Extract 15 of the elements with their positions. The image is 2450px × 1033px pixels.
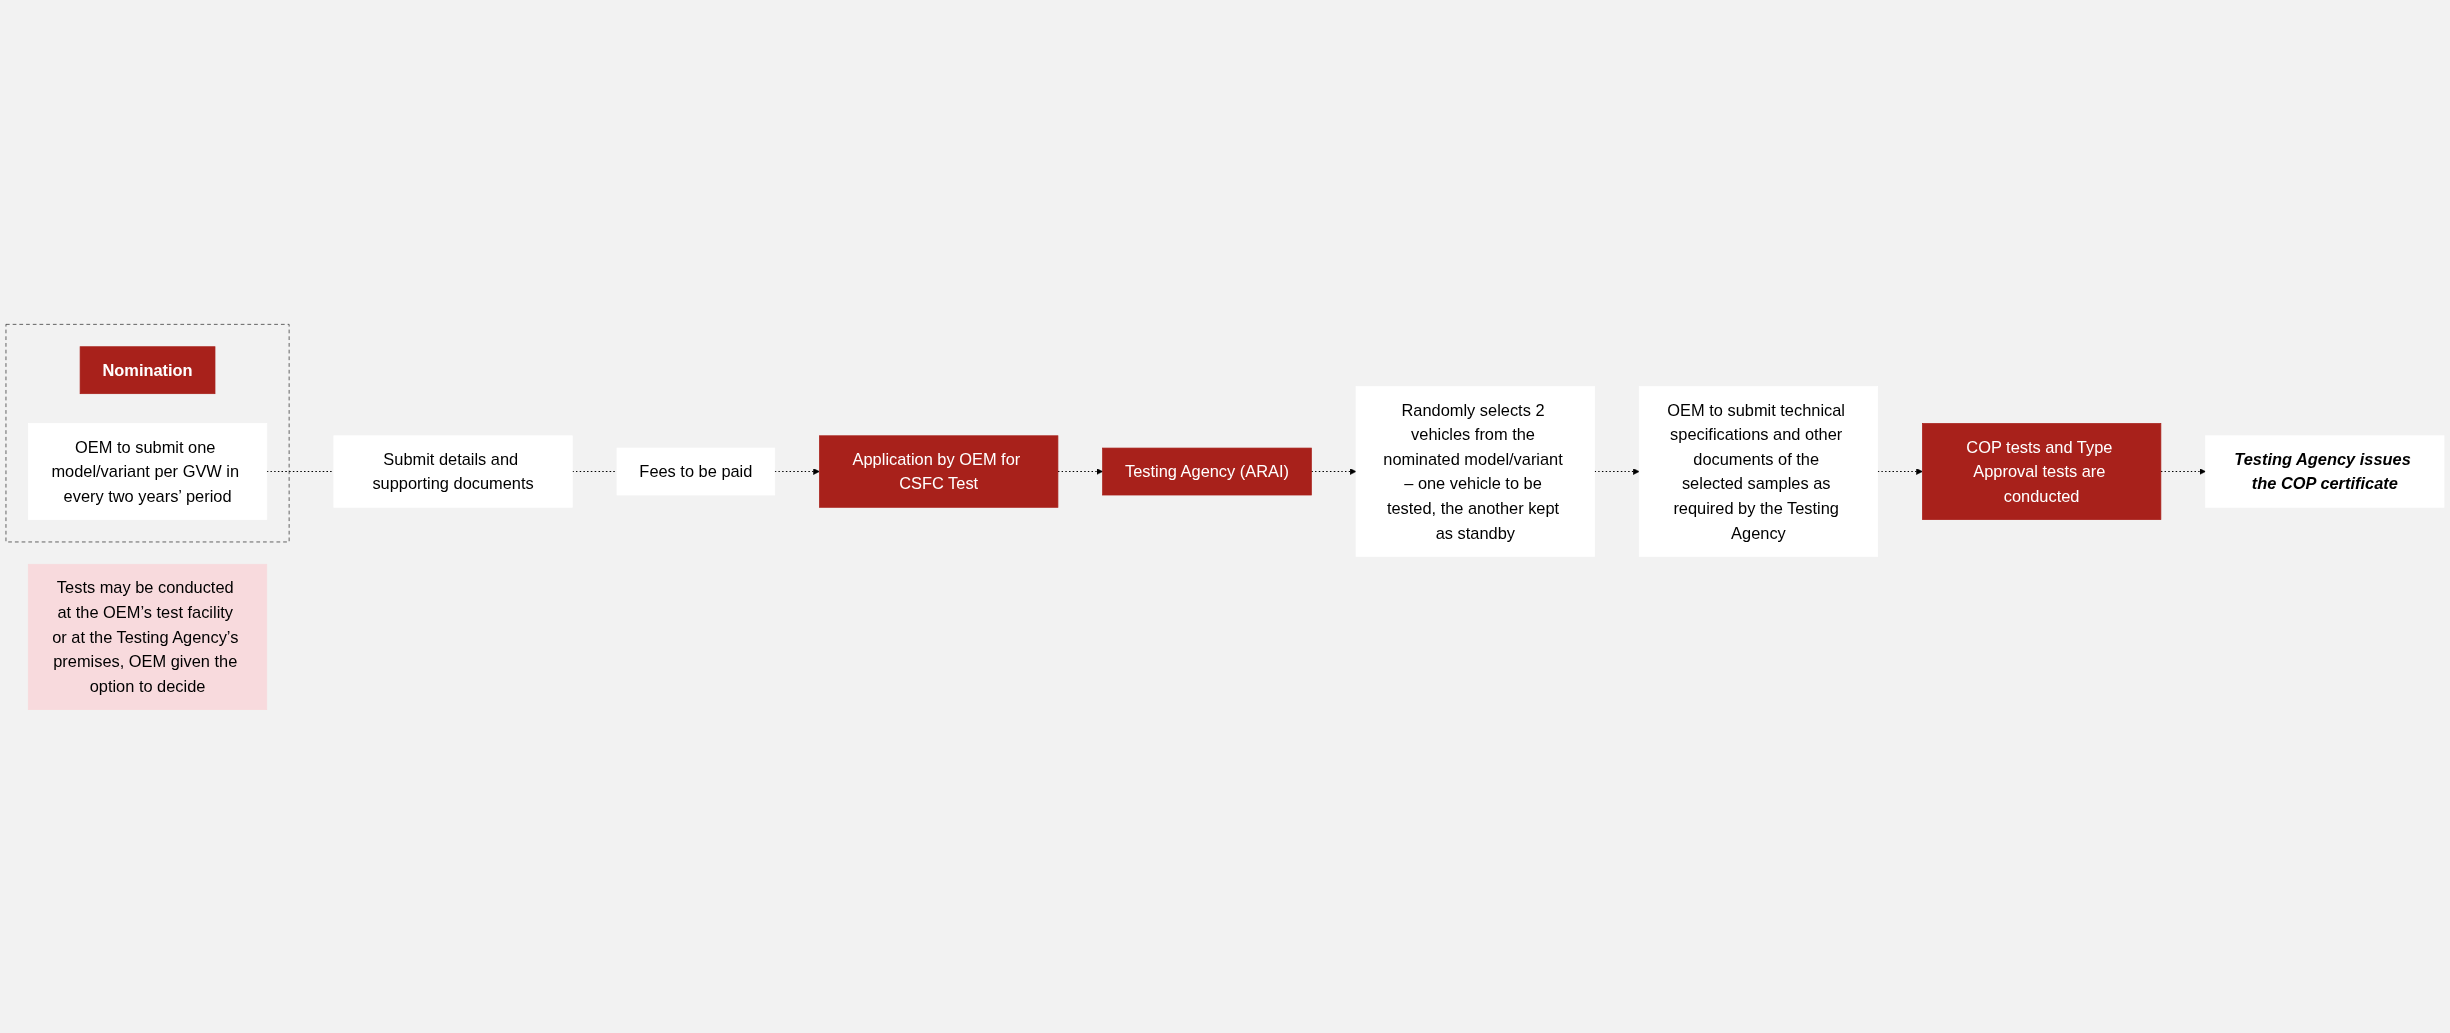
connector xyxy=(266,470,335,472)
node-box: Nomination xyxy=(79,345,216,394)
node-box: COP tests and Type Approval tests are conducted xyxy=(1922,422,2162,520)
arrow xyxy=(774,467,820,475)
node-box: Application by OEM for CSFC Test xyxy=(819,434,1059,508)
node-box: Fees to be paid xyxy=(616,447,776,495)
node-box: Randomly selects 2 vehicles from the nominated model/variant – one vehicle to be tested, the another kept as standby xyxy=(1355,385,1595,557)
node-box: OEM to submit one model/variant per GVW in every two years’ period xyxy=(27,422,268,520)
node-box: Testing Agency issues the COP certificate xyxy=(2205,434,2445,508)
cluster xyxy=(5,323,290,542)
arrow xyxy=(1877,467,1923,475)
node-box: OEM to submit technical specifications and other documents of the selected samples as required by the Testing Agency xyxy=(1638,385,1879,557)
node-box: Testing Agency (ARAI) xyxy=(1102,447,1312,495)
node-box: Submit details and supporting documents xyxy=(333,434,573,508)
node-box: Tests may be conducted at the OEM’s test facility or at the Testing Agency’s premises, OEM given the option to decide xyxy=(27,563,268,710)
